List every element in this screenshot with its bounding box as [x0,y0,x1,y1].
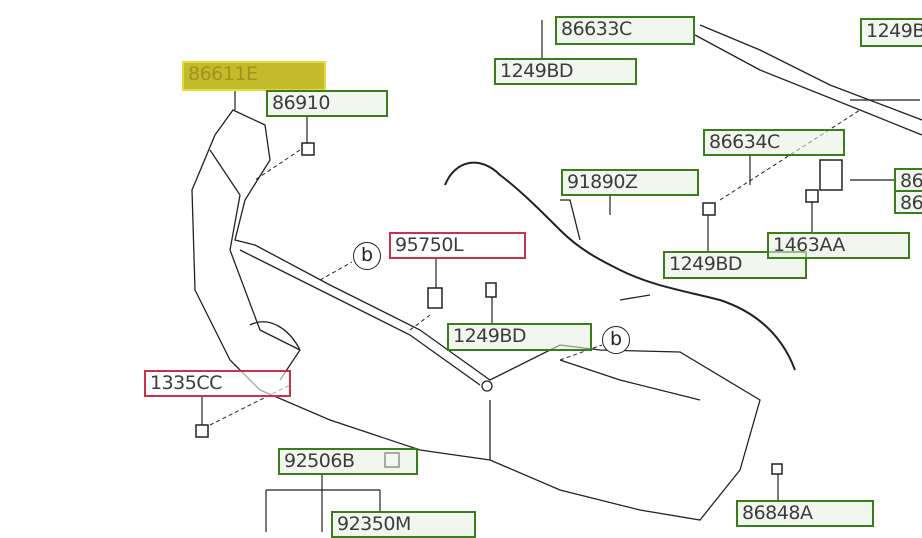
callout-b-1: b [353,242,381,270]
part-label-1335CC[interactable]: 1335CC [144,370,291,397]
part-label-92350M[interactable]: 92350M [331,511,476,538]
part-label-86910[interactable]: 86910 [266,90,388,117]
part-label-1463AA[interactable]: 1463AA [767,232,910,259]
part-label-91890Z[interactable]: 91890Z [561,169,699,196]
part-label-95750L[interactable]: 95750L [389,232,526,259]
callout-b-2: b [602,326,630,354]
part-label-1249BD-mid[interactable]: 1249BD [663,251,807,279]
part-label-1249B-right[interactable]: 1249B [860,18,922,47]
part-label-86-a[interactable]: 86 [894,168,922,192]
part-label-92506B[interactable]: 92506B [278,448,418,475]
part-label-86634C[interactable]: 86634C [703,129,845,156]
part-label-1249BD-low[interactable]: 1249BD [447,323,592,351]
part-label-86611E[interactable]: 86611E [182,61,326,91]
part-label-86848A[interactable]: 86848A [736,500,874,527]
part-label-1249BD-top[interactable]: 1249BD [494,58,637,85]
part-label-86633C[interactable]: 86633C [555,16,695,45]
part-label-86-b[interactable]: 86 [894,190,922,214]
